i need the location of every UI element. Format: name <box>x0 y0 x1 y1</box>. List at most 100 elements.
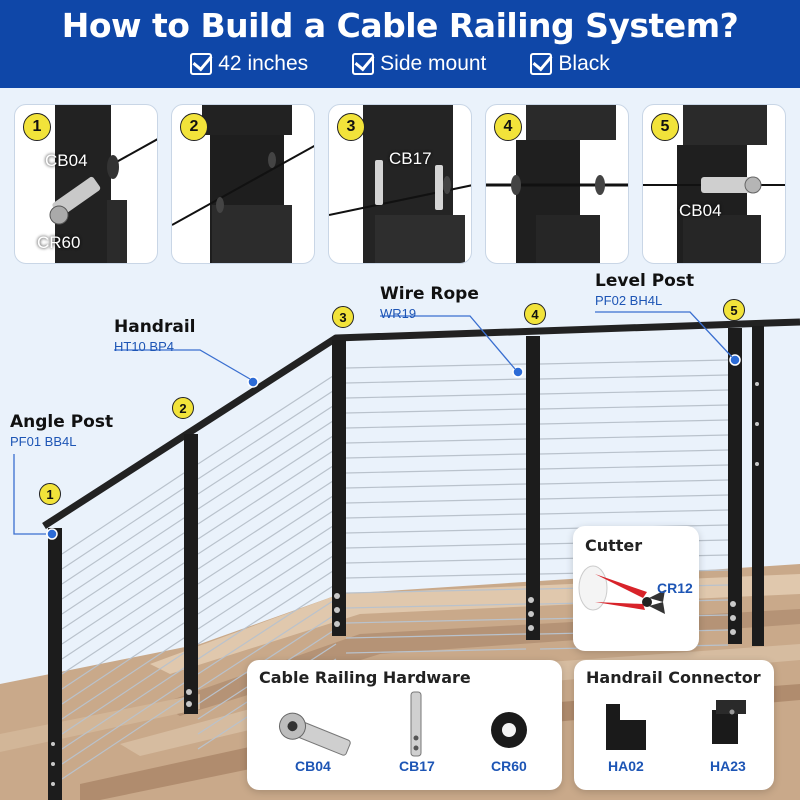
cutter-title: Cutter <box>585 536 643 555</box>
step-3-photo <box>329 105 471 263</box>
step-number: 5 <box>651 113 679 141</box>
cable-line <box>345 483 527 489</box>
cable-line <box>345 603 527 609</box>
post-number-3: 3 <box>332 306 354 328</box>
hardware-code-cb17: CB17 <box>399 758 435 774</box>
cable-line <box>197 388 337 480</box>
cable-line <box>61 528 191 615</box>
cutter-icon <box>578 565 665 614</box>
cable-line <box>61 618 191 705</box>
cable-line <box>197 613 337 705</box>
cable-line <box>539 404 729 410</box>
post-4 <box>526 336 540 640</box>
checkbox-icon <box>352 53 375 75</box>
cable-line <box>61 498 191 585</box>
post-number-4: 4 <box>524 303 546 325</box>
cable-line <box>345 513 527 519</box>
cable-line <box>197 568 337 660</box>
cable-line <box>197 418 337 510</box>
cable-line <box>61 693 191 780</box>
connector-code-ha23: HA23 <box>710 758 746 774</box>
post-number-2: 2 <box>172 397 194 419</box>
cable-line <box>539 449 729 455</box>
cable-line <box>345 408 527 414</box>
handrail <box>42 318 800 529</box>
cable-line <box>345 558 527 564</box>
cable-line <box>345 648 527 654</box>
step-2-photo <box>172 105 314 263</box>
cable-line <box>539 509 729 515</box>
cable-line <box>197 403 337 495</box>
cable-line <box>539 419 729 425</box>
feature-label: Black <box>558 52 610 75</box>
cable-line <box>345 393 527 399</box>
cable-line <box>61 663 191 750</box>
level-post-back <box>752 326 764 646</box>
feature-label: Side mount <box>380 52 487 75</box>
cable-line <box>197 493 337 585</box>
connector-title: Handrail Connector <box>586 668 761 687</box>
cable-line <box>197 448 337 540</box>
step-1-photo <box>49 105 157 263</box>
post-bolts <box>51 382 759 786</box>
feature-list: 42 inches Side mount Black <box>0 52 800 76</box>
cr60-icon <box>491 712 527 748</box>
feature-height: 42 inches <box>190 52 308 76</box>
header-banner: How to Build a Cable Railing System? 42 … <box>0 0 800 88</box>
cable-line <box>197 373 337 465</box>
angle-post-marker <box>46 528 58 540</box>
cable-line <box>197 553 337 645</box>
cable-line <box>539 494 729 500</box>
cutter-code: CR12 <box>657 580 693 596</box>
step-5-photo <box>643 105 785 263</box>
checkbox-icon <box>530 53 553 75</box>
cable-line <box>61 588 191 675</box>
angle-post <box>48 528 62 800</box>
step-number: 4 <box>494 113 522 141</box>
post-2 <box>184 434 198 714</box>
cable-line <box>61 573 191 660</box>
step-number: 1 <box>23 113 51 141</box>
cable-line <box>539 389 729 395</box>
wire-rope-title: Wire Rope <box>380 284 479 304</box>
hardware-card: Cable Railing Hardware CB04 CB17 CR60 <box>247 660 562 790</box>
cable-line <box>61 558 191 645</box>
step-5-label: CB04 <box>679 201 722 220</box>
hardware-icons <box>279 691 527 757</box>
angle-post-code: PF01 BB4L <box>10 434 77 449</box>
cable-line <box>197 598 337 690</box>
cutter-card: Cutter CR12 <box>573 526 699 651</box>
cable-line <box>539 359 729 365</box>
step-panel-2: 2 <box>171 104 315 264</box>
level-post-code: PF02 BH4L <box>595 293 663 308</box>
cable-line <box>197 538 337 630</box>
cable-line <box>539 479 729 485</box>
cable-line <box>539 434 729 440</box>
step-1-label-top: CB04 <box>45 151 88 170</box>
level-post-marker <box>729 354 741 366</box>
post-number-5: 5 <box>723 299 745 321</box>
feature-color: Black <box>530 52 610 76</box>
cb17-icon <box>410 691 422 757</box>
hardware-title: Cable Railing Hardware <box>259 668 471 687</box>
cable-line <box>539 464 729 470</box>
cable-line <box>345 528 527 534</box>
handrail-title: Handrail <box>114 317 196 337</box>
cable-line <box>345 363 527 369</box>
cable-line <box>345 543 527 549</box>
cable-line <box>61 513 191 600</box>
cable-line <box>61 678 191 765</box>
step-panels: 1 CB04 CR60 2 <box>14 104 786 264</box>
page-title: How to Build a Cable Railing System? <box>61 6 739 45</box>
angle-post-title: Angle Post <box>10 412 114 432</box>
connector-code-ha02: HA02 <box>608 758 644 774</box>
cable-line <box>61 633 191 720</box>
cable-line <box>345 423 527 429</box>
cable-line <box>61 483 191 570</box>
connector-icons <box>606 700 746 750</box>
step-3-label: CB17 <box>389 149 432 168</box>
ha23-icon <box>712 700 746 744</box>
cable-line <box>197 478 337 570</box>
feature-mount: Side mount <box>352 52 486 76</box>
post-number-1: 1 <box>39 483 61 505</box>
